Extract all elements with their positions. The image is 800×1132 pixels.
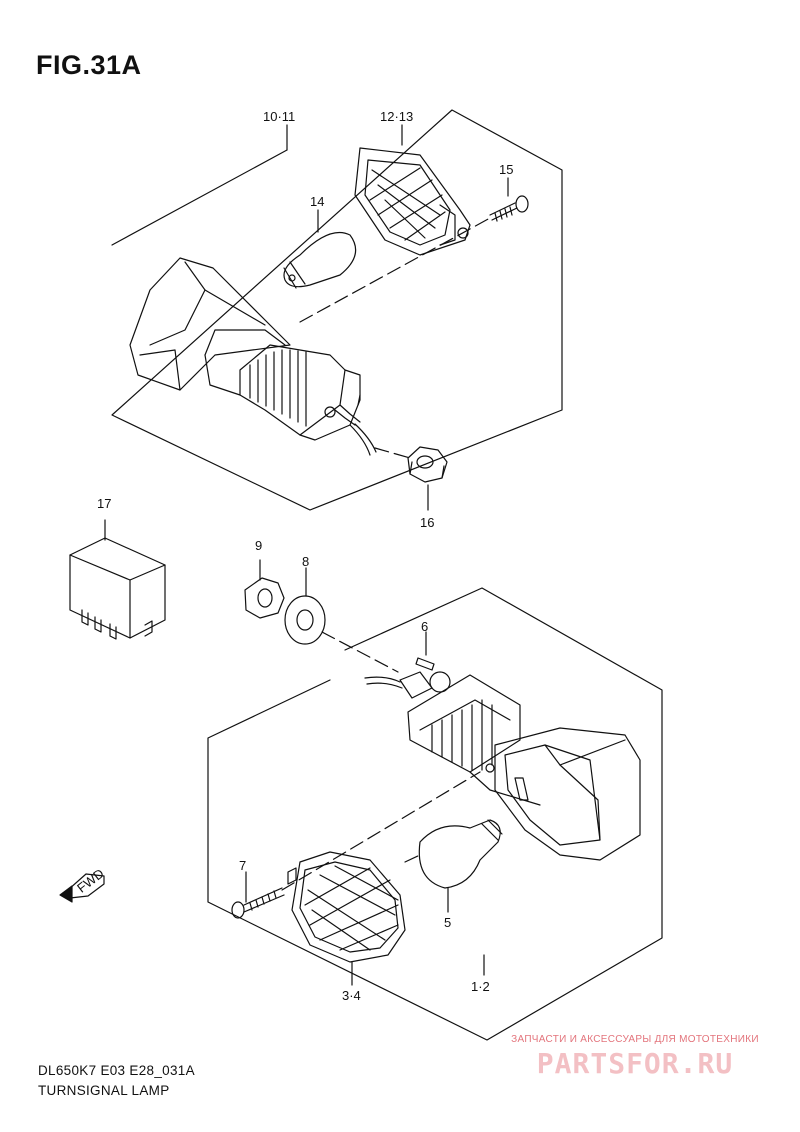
watermark-tagline: ЗАПЧАСТИ И АКСЕССУАРЫ ДЛЯ МОТОТЕХНИКИ: [511, 1034, 759, 1045]
lower-alignment-lines: [281, 631, 481, 891]
washer-8: [284, 567, 326, 645]
model-code: DL650K7 E03 E28_031A: [38, 1063, 195, 1078]
upper-lamp-housing: [129, 257, 377, 456]
pin-6: [415, 631, 435, 671]
callout-3-4: 3·4: [342, 988, 361, 1003]
callout-16: 16: [420, 515, 434, 530]
lower-lamp-housing: [364, 671, 641, 861]
nut-9: [244, 559, 285, 619]
lower-screw: [231, 871, 285, 919]
watermark-logo: PARTSFOR.RU: [536, 1047, 734, 1080]
lower-bulb: [418, 819, 503, 913]
upper-screw: [489, 195, 529, 222]
callout-5: 5: [444, 915, 451, 930]
callout-8: 8: [302, 554, 309, 569]
callout-15: 15: [499, 162, 513, 177]
callout-17: 17: [97, 496, 111, 511]
upper-nut: [407, 446, 448, 483]
callout-6: 6: [421, 619, 428, 634]
callout-12-13: 12·13: [380, 109, 413, 124]
section-name: TURNSIGNAL LAMP: [38, 1083, 170, 1098]
upper-leader-lines: [286, 124, 509, 511]
upper-lens: [354, 147, 471, 256]
lower-assembly-frame: [207, 587, 663, 1041]
upper-bulb: [283, 231, 357, 289]
fwd-arrow-icon: [59, 873, 105, 903]
callout-1-2: 1·2: [471, 979, 490, 994]
lower-lens: [287, 851, 406, 986]
callout-9: 9: [255, 538, 262, 553]
callout-14: 14: [310, 194, 324, 209]
relay-unit: [69, 519, 166, 640]
callout-7: 7: [239, 858, 246, 873]
callout-10-11: 10·11: [263, 109, 295, 124]
watermark: ЗАПЧАСТИ И АКСЕССУАРЫ ДЛЯ МОТОТЕХНИКИ PA…: [487, 1034, 783, 1080]
upper-alignment-lines: [299, 217, 491, 459]
upper-assembly-frame: [111, 109, 563, 511]
figure-title: FIG.31A: [36, 50, 142, 80]
